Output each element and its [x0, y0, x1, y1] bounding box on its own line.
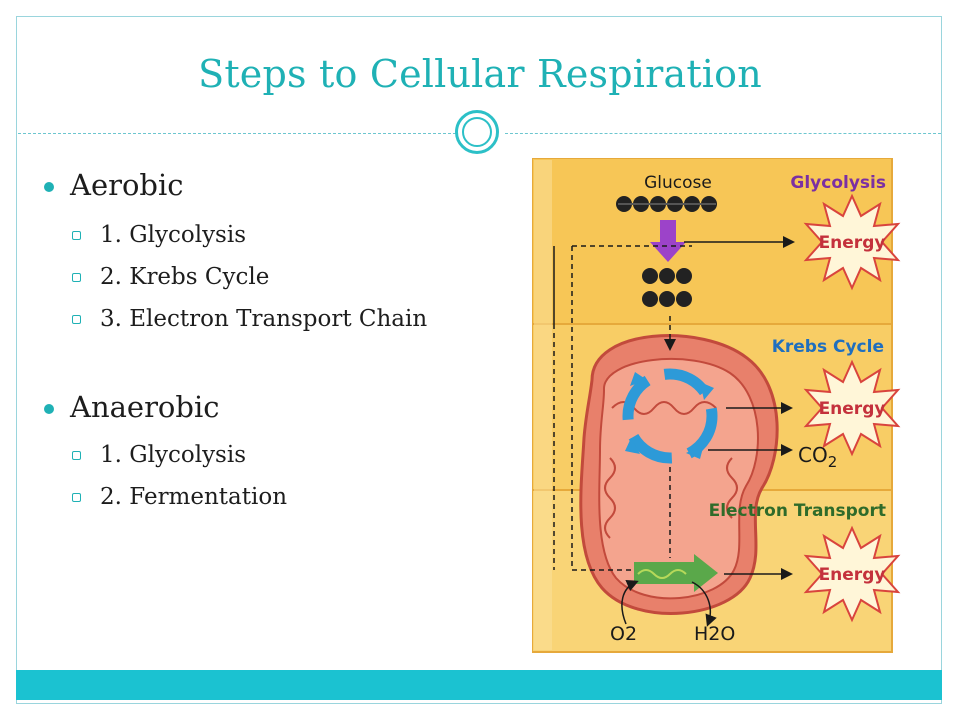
bullet-label: Aerobic	[70, 168, 184, 202]
sub-bullet-icon	[72, 231, 81, 240]
sub-bullet-text: 1. Glycolysis	[100, 442, 247, 468]
stage-label-electron-transport: Electron Transport	[709, 501, 886, 521]
o2-arrow	[621, 580, 639, 625]
energy-label: Energy	[819, 565, 886, 585]
h2o-arrow	[691, 581, 717, 627]
stage-label-krebs: Krebs Cycle	[772, 337, 884, 357]
glycolysis-arrow-icon	[650, 220, 686, 262]
mitochondrion-inner	[598, 357, 759, 600]
sub-bullet-icon	[72, 493, 81, 502]
glucose-molecule-icon	[616, 196, 717, 212]
sub-bullet-text: 1. Glycolysis	[100, 222, 247, 248]
title-divider-left	[18, 133, 456, 134]
ring-ornament-icon	[455, 110, 499, 154]
energy-starburst-3: Energy	[803, 525, 901, 623]
bullet-dot-icon	[44, 404, 54, 414]
sub-bullet-text: 3. Electron Transport Chain	[100, 306, 428, 332]
energy-label: Energy	[819, 399, 886, 419]
bullet-dot-icon	[44, 182, 54, 192]
glucose-label: Glucose	[644, 173, 712, 193]
sub-bullet-text: 2. Krebs Cycle	[100, 264, 270, 290]
o2-label: O2	[610, 623, 637, 645]
electron-transport-arrow-icon	[634, 554, 718, 592]
title-divider-right	[505, 133, 941, 134]
sub-bullet-icon	[72, 315, 81, 324]
sub-bullet-icon	[72, 451, 81, 460]
ring-inner	[462, 117, 492, 147]
energy-label: Energy	[819, 233, 886, 253]
dashed-path-left	[571, 246, 647, 576]
footer-bar	[16, 670, 942, 700]
stage-label-glycolysis: Glycolysis	[790, 173, 886, 193]
krebs-cycle-icon	[622, 368, 718, 464]
cellular-respiration-diagram: Glucose Glycolysis Krebs Cycle Electron …	[531, 157, 924, 656]
pyruvate-molecule-icon	[642, 268, 692, 307]
panel-highlight	[534, 160, 552, 650]
h2o-label: H2O	[694, 623, 735, 645]
sub-bullet-text: 2. Fermentation	[100, 484, 288, 510]
energy-starburst-2: Energy	[803, 359, 901, 457]
energy-starburst-1: Energy	[803, 193, 901, 291]
bullet-label: Anaerobic	[70, 390, 220, 424]
sub-bullet-icon	[72, 273, 81, 282]
slide-title: Steps to Cellular Respiration	[198, 52, 762, 96]
